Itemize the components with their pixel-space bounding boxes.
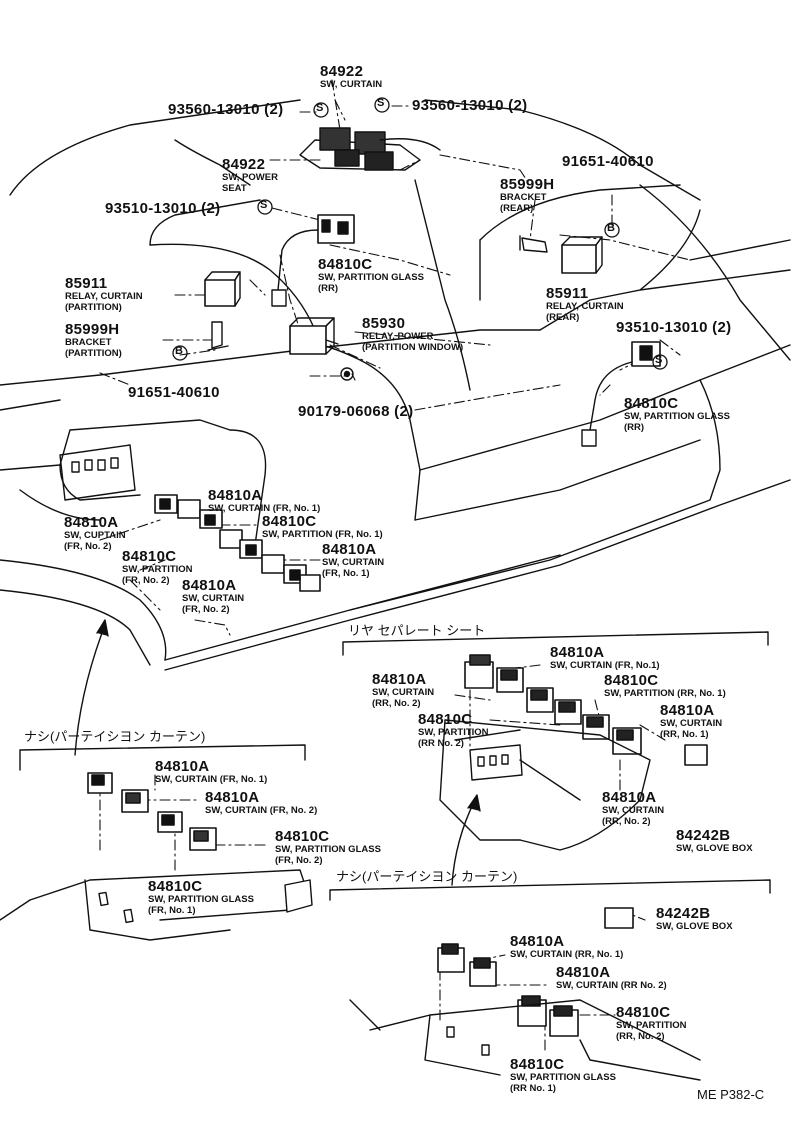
- switch-chain-no-curtain-l: [87, 772, 217, 851]
- bracket-partition: [207, 321, 229, 351]
- label-screw-tr: 93560-13010 (2): [412, 97, 528, 114]
- screw-marker-2: S: [377, 97, 385, 109]
- rear-console: [439, 719, 651, 851]
- label-screw-tl: 93560-13010 (2): [168, 101, 284, 118]
- bolt-marker-2: B: [175, 345, 183, 357]
- diagram-reference-code: ME P382-C: [697, 1087, 765, 1102]
- label-nut: 90179-06068 (2): [298, 403, 414, 420]
- relay-power-partition: [289, 317, 339, 355]
- heading-rear-separate-seat: リヤ セパレート シート: [348, 623, 486, 638]
- heading-no-curtain-right: ナシ(パーテイシヨン カーテン): [336, 869, 518, 884]
- partition-glass-switch-r: [581, 341, 661, 447]
- screw-marker-3: S: [260, 199, 268, 211]
- bolt-marker-1: B: [607, 222, 615, 234]
- screw-marker-4: S: [655, 354, 663, 366]
- bracket-rear: [519, 235, 548, 253]
- section-frames: [19, 631, 771, 901]
- partition-glass-switch-l: [271, 214, 355, 307]
- switch-chain-main: [154, 494, 321, 592]
- callout-arrows: [74, 619, 481, 886]
- nut: [340, 367, 354, 381]
- screw-marker-1: S: [316, 102, 324, 114]
- console-no-curtain-l: [0, 869, 313, 941]
- power-seat-switch: [299, 127, 441, 171]
- label-screw-mid-l: 93510-13010 (2): [105, 200, 221, 217]
- label-screw-mid-r: 93510-13010 (2): [616, 319, 732, 336]
- console-no-curtain-r: [349, 999, 701, 1081]
- label-bolt-l: 91651-40610: [128, 384, 220, 401]
- vehicle-outline: [0, 99, 791, 671]
- relay-curtain-partition: [204, 271, 241, 307]
- heading-no-curtain-left: ナシ(パーテイシヨン カーテン): [24, 729, 206, 744]
- switch-chain-no-curtain-r: [437, 907, 634, 1037]
- relay-curtain-rear: [561, 236, 603, 274]
- console-panel: [59, 444, 136, 501]
- marker-circles: [172, 97, 668, 370]
- label-bolt-tr: 91651-40610: [562, 153, 654, 170]
